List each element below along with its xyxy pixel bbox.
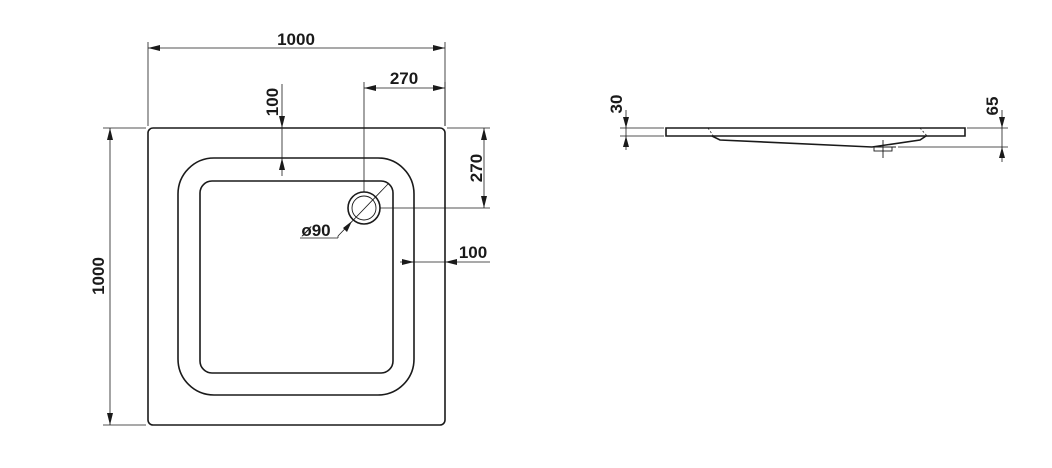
drain-offset-x-label: 270 bbox=[390, 69, 418, 88]
height-dimension-label: 1000 bbox=[89, 257, 108, 295]
total-height-dimension: 65 bbox=[898, 97, 1008, 162]
drain-offset-y-label: 270 bbox=[467, 154, 486, 182]
drain-diameter-dimension: ø90 bbox=[300, 183, 389, 240]
total-height-label: 65 bbox=[983, 97, 1002, 116]
tray-underside bbox=[711, 135, 927, 148]
side-drain bbox=[870, 140, 896, 158]
tray-rim-outline bbox=[177, 157, 415, 396]
rim-side-width-label: 100 bbox=[459, 243, 487, 262]
rim-thickness-label: 30 bbox=[607, 95, 626, 114]
height-dimension: 1000 bbox=[89, 127, 146, 426]
drain-diameter-label: ø90 bbox=[301, 221, 330, 240]
side-view: 30 65 bbox=[607, 95, 1008, 162]
rim-top-width-label: 100 bbox=[263, 88, 282, 116]
tray-outer-outline bbox=[147, 127, 446, 426]
width-dimension-label: 1000 bbox=[277, 30, 315, 49]
drain-offset-y-dimension: 270 bbox=[380, 127, 490, 209]
top-view: 1000 1000 270 270 bbox=[89, 30, 490, 426]
rim-side-width-dimension: 100 bbox=[400, 243, 490, 265]
rim-thickness-dimension: 30 bbox=[607, 95, 664, 150]
drain-offset-x-dimension: 270 bbox=[363, 69, 446, 192]
rim-top-width-dimension: 100 bbox=[263, 84, 285, 176]
tray-basin-outline bbox=[199, 180, 394, 374]
tray-side-profile bbox=[665, 127, 966, 137]
